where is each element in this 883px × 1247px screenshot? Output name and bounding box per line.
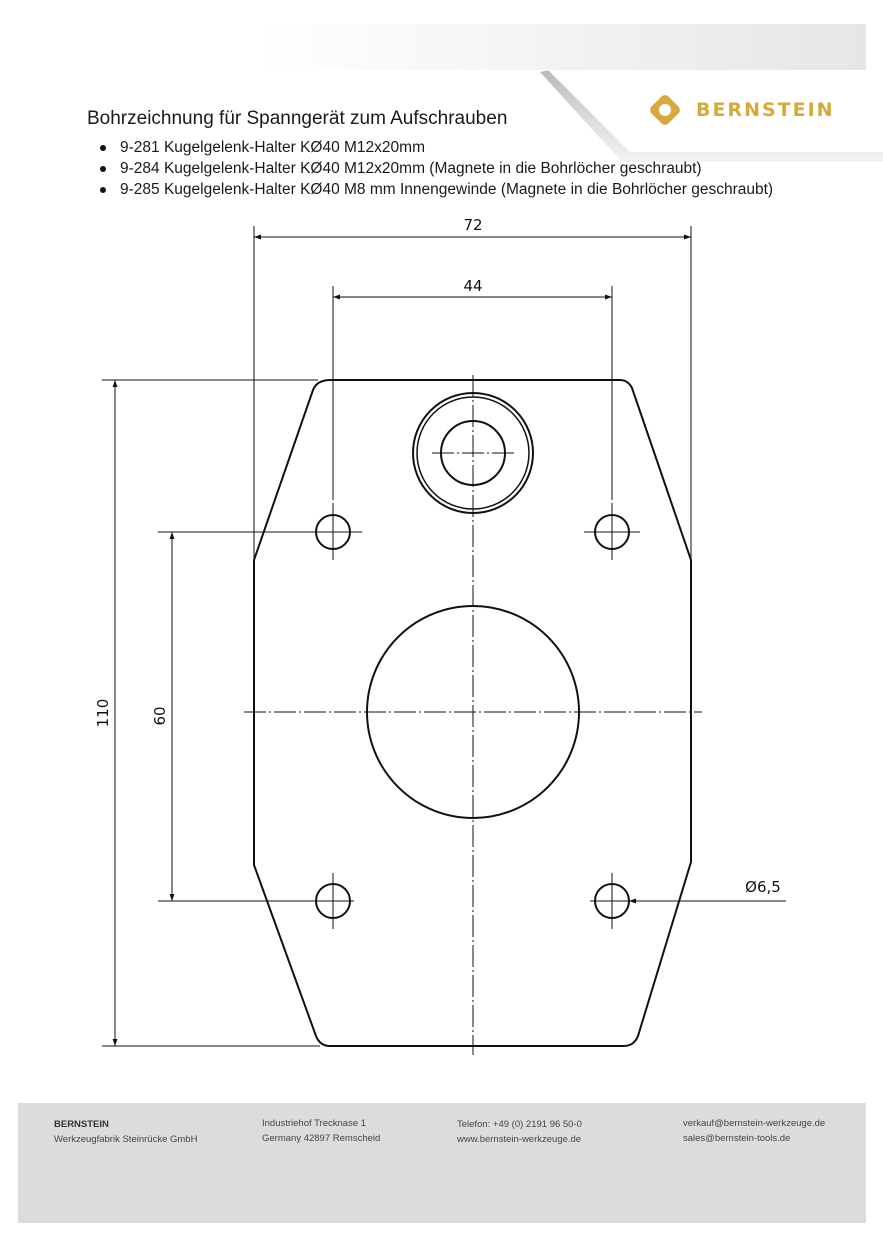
product-list: 9-281 Kugelgelenk-Halter KØ40 M12x20mm 9…	[96, 137, 773, 200]
footer-company: BERNSTEIN Werkzeugfabrik Steinrücke GmbH	[54, 1117, 197, 1147]
center-lines	[244, 375, 702, 1055]
footer-email-link-en[interactable]: sales@bernstein-tools.de	[683, 1133, 791, 1144]
footer-company-subtitle: Werkzeugfabrik Steinrücke GmbH	[54, 1134, 198, 1145]
list-item: 9-285 Kugelgelenk-Halter KØ40 M8 mm Inne…	[96, 179, 773, 200]
footer-company-name: BERNSTEIN	[54, 1119, 109, 1130]
footer-address-line1: Industriehof Trecknase 1	[262, 1118, 367, 1129]
page-title: Bohrzeichnung für Spanngerät zum Aufschr…	[87, 108, 508, 129]
bernstein-logo: BERNSTEIN	[648, 90, 838, 130]
footer-email-link-de[interactable]: verkauf@bernstein-werkzeuge.de	[683, 1118, 826, 1129]
footer: BERNSTEIN Werkzeugfabrik Steinrücke GmbH…	[18, 1103, 866, 1223]
mounting-hole	[584, 503, 640, 560]
center-bore	[366, 605, 580, 819]
dim-hole-spacing-vertical: 60	[151, 706, 169, 725]
brand-name: BERNSTEIN	[696, 99, 835, 121]
mounting-hole	[313, 873, 354, 929]
dim-overall-width: 72	[463, 216, 482, 234]
plate-outline	[253, 379, 692, 1047]
extension-lines	[102, 226, 692, 1047]
technical-drawing: 72 44 110 60 Ø6,5	[94, 216, 786, 1055]
footer-email: verkauf@bernstein-werkzeuge.de sales@ber…	[683, 1116, 825, 1146]
diamond-logo-icon	[650, 95, 680, 125]
footer-address: Industriehof Trecknase 1 Germany 42897 R…	[262, 1116, 380, 1146]
dim-overall-height: 110	[94, 699, 112, 728]
dim-hole-spacing-horizontal: 44	[463, 277, 482, 295]
footer-contact: Telefon: +49 (0) 2191 96 50-0 www.bernst…	[457, 1117, 582, 1147]
dim-hole-diameter: Ø6,5	[745, 878, 781, 896]
dimension-lines	[112, 234, 786, 1046]
mounting-hole	[590, 873, 630, 929]
list-item: 9-281 Kugelgelenk-Halter KØ40 M12x20mm	[96, 137, 773, 158]
header-banner	[260, 24, 866, 70]
header-logo-tab	[540, 70, 883, 162]
mounting-hole	[313, 503, 362, 560]
top-ring-feature	[412, 392, 534, 514]
footer-address-line2: Germany 42897 Remscheid	[262, 1133, 381, 1144]
list-item: 9-284 Kugelgelenk-Halter KØ40 M12x20mm (…	[96, 158, 773, 179]
footer-phone: Telefon: +49 (0) 2191 96 50-0	[457, 1119, 582, 1130]
footer-website-link[interactable]: www.bernstein-werkzeuge.de	[457, 1134, 582, 1145]
